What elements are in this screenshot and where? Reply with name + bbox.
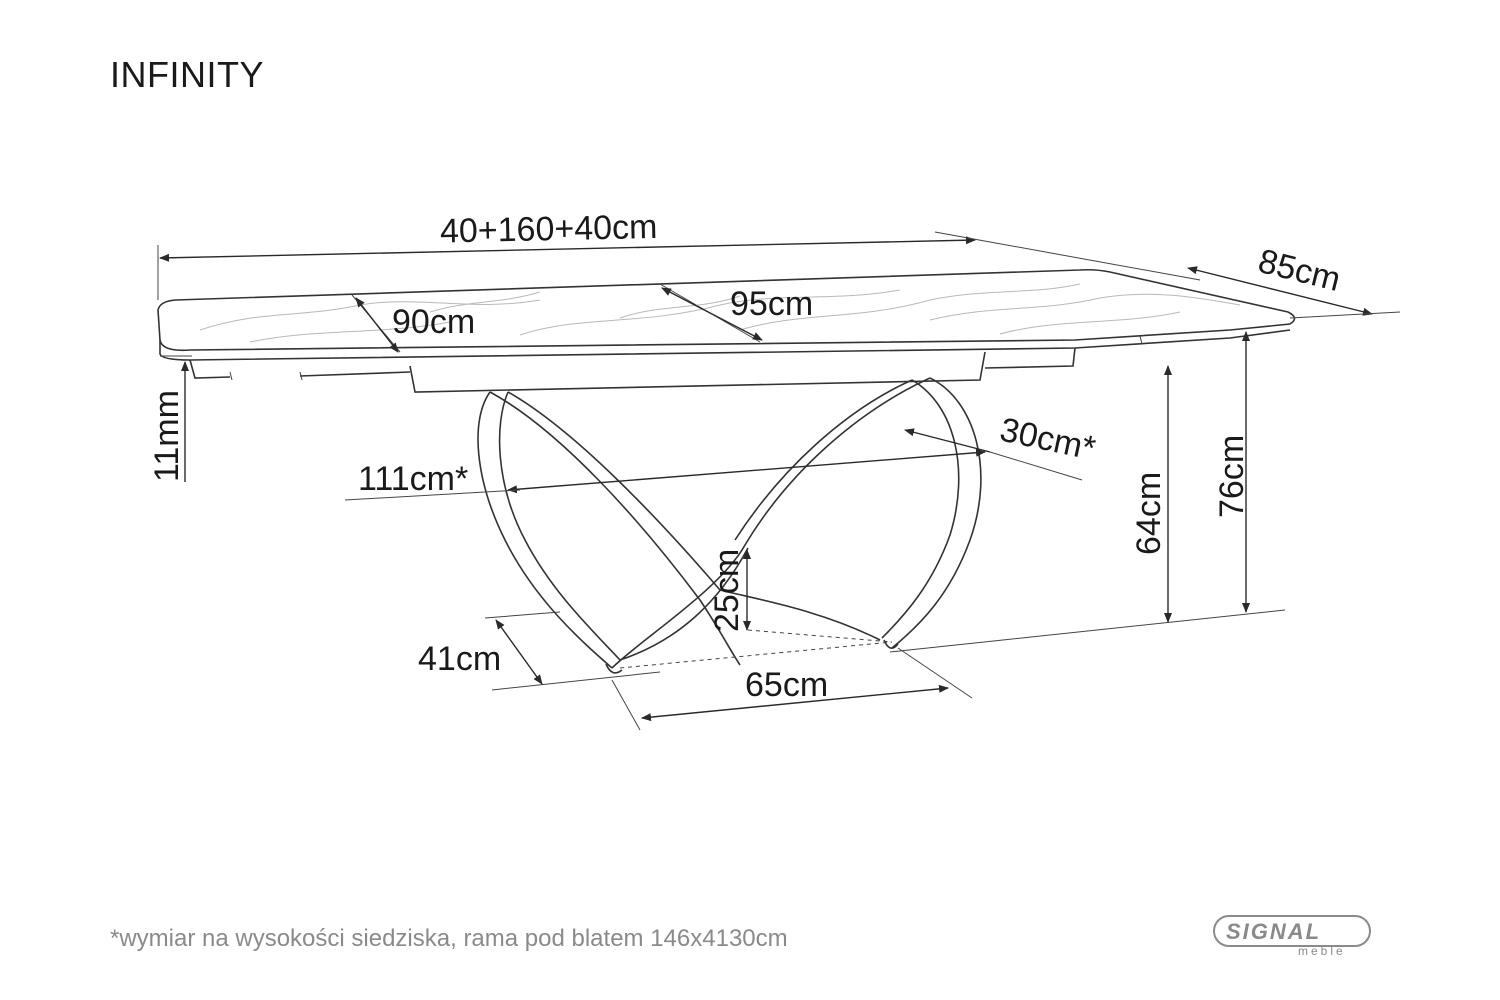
dim-thickness-label: 11mm	[148, 390, 186, 482]
dim-insert-90-label: 90cm	[392, 303, 475, 341]
dim-leg-clearance-label: 25cm	[708, 549, 746, 632]
footnote: *wymiar na wysokości siedziska, rama pod…	[110, 925, 788, 952]
dim-length-label: 40+160+40cm	[440, 208, 658, 251]
dim-seat-width-label: 111cm*	[358, 460, 468, 498]
dim-depth-label: 85cm	[1254, 242, 1344, 299]
dim-base-depth-label: 41cm	[418, 640, 501, 678]
dimension-lines	[157, 231, 1401, 731]
dim-base-width-label: 65cm	[745, 666, 828, 704]
dim-insert-95-label: 95cm	[730, 285, 813, 323]
page-title: INFINITY	[110, 54, 264, 95]
dim-seat-offset-label: 30cm*	[997, 411, 1099, 468]
dim-frame-height-label: 64cm	[1130, 472, 1168, 555]
signal-logo: SIGNAL meble	[1213, 915, 1371, 958]
dim-total-height-label: 76cm	[1213, 435, 1251, 518]
table-top	[157, 268, 1296, 393]
logo-sub: meble	[1298, 944, 1346, 958]
logo-name: SIGNAL	[1226, 919, 1321, 944]
